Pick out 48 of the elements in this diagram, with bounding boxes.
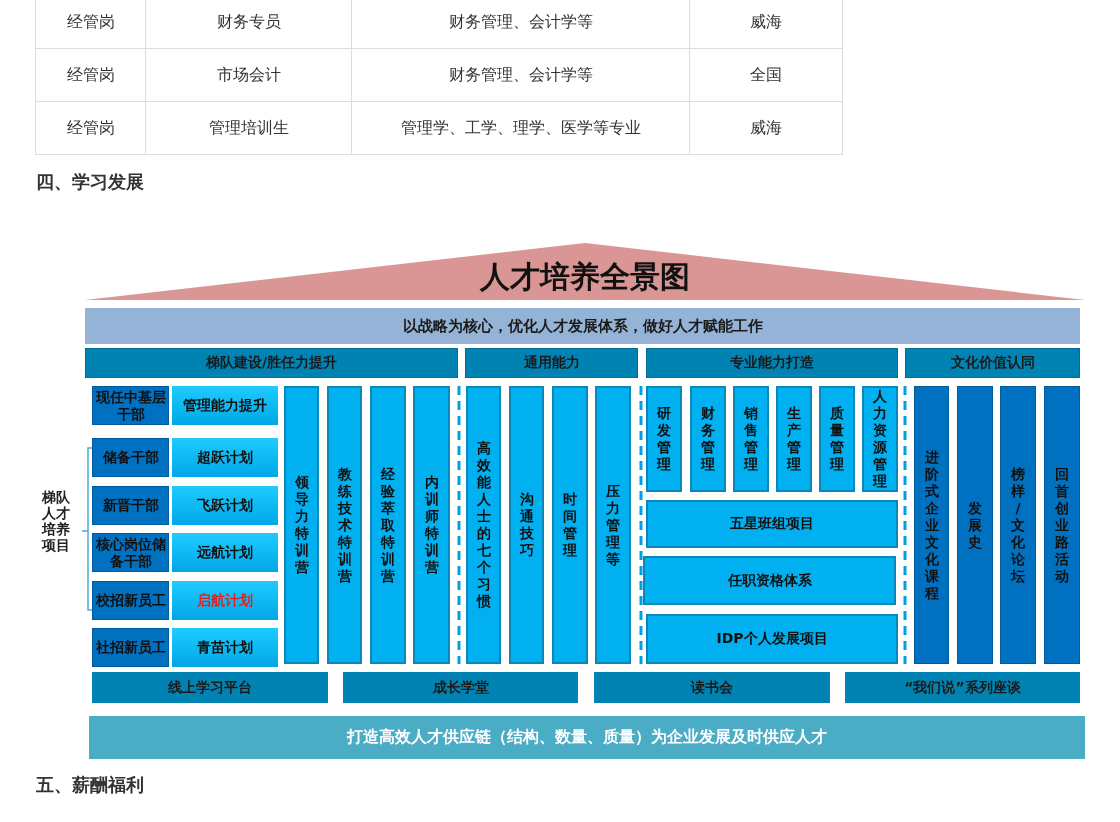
target-group-box: 现任中基层干部 <box>92 386 169 425</box>
target-group-box: 社招新员工 <box>92 628 169 667</box>
course-column: 时间管理 <box>552 386 588 664</box>
category-header: 文化价值认同 <box>905 348 1080 378</box>
course-column: 内训师特训营 <box>413 386 450 664</box>
platform-bar: 读书会 <box>594 672 830 703</box>
category-header: 梯队建设/胜任力提升 <box>85 348 458 378</box>
project-bar: 任职资格体系 <box>643 556 896 605</box>
program-box: 青苗计划 <box>172 628 278 667</box>
goal-banner: 打造高效人才供应链（结构、数量、质量）为企业发展及时供应人才 <box>89 716 1085 759</box>
project-bar: IDP个人发展项目 <box>646 614 898 664</box>
banner-bar: 以战略为核心，优化人才发展体系，做好人才赋能工作 <box>85 308 1080 344</box>
course-column: 人力资源管理 <box>862 386 898 492</box>
program-box: 远航计划 <box>172 533 278 572</box>
culture-column: 回首创业路活动 <box>1044 386 1080 664</box>
program-box: 超跃计划 <box>172 438 278 477</box>
culture-column: 进阶式企业文化课程 <box>914 386 949 664</box>
course-column: 领导力特训营 <box>284 386 319 664</box>
course-column: 销售管理 <box>733 386 769 492</box>
section-heading: 五、薪酬福利 <box>36 773 144 797</box>
course-column: 高效能人士的七个习惯 <box>466 386 501 664</box>
bracket-label: 梯队人才培养项目 <box>40 489 71 553</box>
course-column: 压力管理等 <box>595 386 631 664</box>
course-column: 研发管理 <box>646 386 682 492</box>
course-column: 生产管理 <box>776 386 812 492</box>
culture-column: 发展史 <box>957 386 993 664</box>
course-column: 质量管理 <box>819 386 855 492</box>
section-heading: 四、学习发展 <box>36 170 144 194</box>
program-box: 启航计划 <box>172 581 278 620</box>
target-group-box: 核心岗位储备干部 <box>92 533 169 572</box>
program-box: 飞跃计划 <box>172 486 278 525</box>
target-group-box: 储备干部 <box>92 438 169 477</box>
course-column: 财务管理 <box>690 386 726 492</box>
platform-bar: “我们说”系列座谈 <box>845 672 1080 703</box>
target-group-box: 校招新员工 <box>92 581 169 620</box>
course-column: 教练技术特训营 <box>327 386 362 664</box>
culture-column: 榜样/文化论坛 <box>1000 386 1036 664</box>
category-header: 通用能力 <box>465 348 638 378</box>
course-column: 沟通技巧 <box>509 386 544 664</box>
program-box: 管理能力提升 <box>172 386 278 425</box>
category-header: 专业能力打造 <box>646 348 898 378</box>
platform-bar: 线上学习平台 <box>92 672 328 703</box>
table-cell: 经管岗 <box>35 101 146 155</box>
table-cell: 威海 <box>689 101 843 155</box>
project-bar: 五星班组项目 <box>646 500 898 548</box>
target-group-box: 新晋干部 <box>92 486 169 525</box>
platform-bar: 成长学堂 <box>343 672 578 703</box>
course-column: 经验萃取特训营 <box>370 386 406 664</box>
